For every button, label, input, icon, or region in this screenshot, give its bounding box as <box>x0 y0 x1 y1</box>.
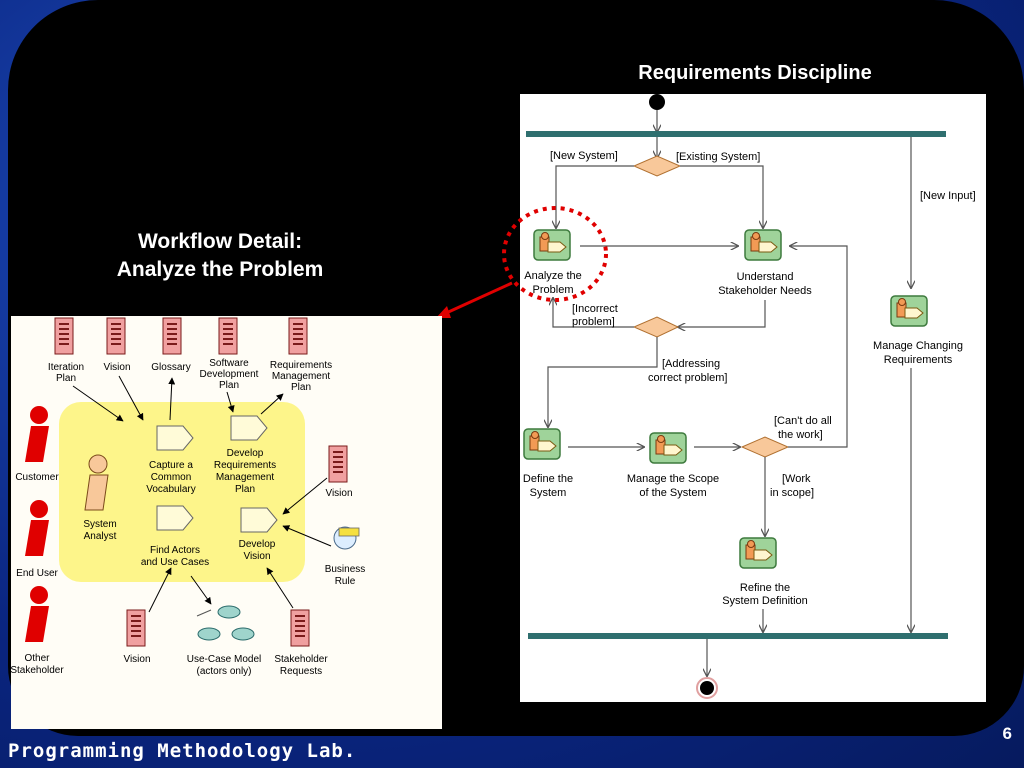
highlight-circle <box>502 206 608 302</box>
rmp-line2: Management <box>272 371 331 382</box>
workflow-region <box>59 402 305 582</box>
join-bar <box>528 633 948 639</box>
rmp-line1: Requirements <box>270 360 332 371</box>
stakeholder-requests-line1: Stakeholder <box>274 654 328 665</box>
guard-cant-do-2: the work] <box>778 429 823 441</box>
activity-manage-scope-line2: of the System <box>639 487 706 499</box>
system-analyst-line1: System <box>83 519 116 530</box>
activity-manage-scope-line1: Manage the Scope <box>627 473 719 485</box>
business-rule-tag-icon <box>338 527 360 537</box>
find-actors-line2: and Use Cases <box>141 557 209 568</box>
end-node <box>700 681 714 695</box>
sdp-line3: Plan <box>219 380 239 391</box>
develop-rmp-line4: Plan <box>235 484 255 495</box>
footer-lab-name: Programming Methodology Lab. <box>8 740 357 762</box>
sdp-line1: Software <box>209 358 249 369</box>
develop-vision-line2: Vision <box>243 551 270 562</box>
guard-incorrect-1: [Incorrect <box>572 303 618 315</box>
vision-bottom-doc-icon <box>126 609 146 647</box>
iteration-plan-line1: Iteration <box>48 362 84 373</box>
system-analyst-line2: Analyst <box>84 531 117 542</box>
fork-bar <box>526 131 946 137</box>
glossary-doc-icon <box>162 317 182 355</box>
stakeholder-requests-doc-icon <box>290 609 310 647</box>
develop-rmp-line3: Management <box>216 472 275 483</box>
activity-analyze-line1: Analyze the <box>524 270 581 282</box>
sdp-line2: Development <box>200 369 259 380</box>
develop-rmp-line1: Develop <box>227 448 264 459</box>
workflow-title: Workflow Detail: Analyze the Problem <box>60 228 380 284</box>
workflow-detail-diagram: Iteration Plan Vision Glossary Software … <box>10 317 366 677</box>
workflow-title-line1: Workflow Detail: <box>137 230 303 253</box>
system-analyst-head-icon <box>88 454 108 474</box>
guard-addressing-1: [Addressing <box>662 358 720 370</box>
activity-refine-line1: Refine the <box>740 582 790 594</box>
workflow-detail-panel: Iteration Plan Vision Glossary Software … <box>10 316 442 729</box>
requirements-title: Requirements Discipline <box>638 62 872 84</box>
guard-new-system: [New System] <box>550 150 618 162</box>
activity-refine-line2: System Definition <box>722 595 808 607</box>
customer-label: Customer <box>15 472 59 483</box>
business-rule-line1: Business <box>325 564 366 575</box>
guard-work-2: in scope] <box>770 487 814 499</box>
vision-right-doc-icon <box>328 445 348 483</box>
develop-rmp-line2: Requirements <box>214 460 276 471</box>
decision-problem-correct <box>632 316 680 338</box>
vision-bottom-label: Vision <box>123 654 150 665</box>
page-number: 6 <box>1002 724 1012 743</box>
vision-top-label: Vision <box>103 362 130 373</box>
activity-analyze-line2: Problem <box>533 284 574 296</box>
guard-existing-system: [Existing System] <box>676 151 760 163</box>
activity-manage-changing-line1: Manage Changing <box>873 340 963 352</box>
vision-doc-icon <box>106 317 126 355</box>
other-stakeholder-actor-icon <box>25 586 49 642</box>
rmp-doc-icon <box>288 317 308 355</box>
sdp-doc-icon <box>218 317 238 355</box>
highlight-arrowhead <box>436 306 451 318</box>
use-case-model-icon <box>196 605 255 641</box>
activity-diagram: [New System] [Existing System] [New Inpu… <box>523 94 976 699</box>
iteration-plan-line2: Plan <box>56 373 76 384</box>
other-stakeholder-line1: Other <box>24 653 50 664</box>
guard-new-input: [New Input] <box>920 190 976 202</box>
use-case-line1: Use-Case Model <box>187 654 261 665</box>
capture-line1: Capture a <box>149 460 193 471</box>
customer-actor-icon <box>25 406 49 462</box>
end-user-actor-icon <box>25 500 49 556</box>
use-case-line2: (actors only) <box>196 666 251 677</box>
stakeholder-requests-line2: Requests <box>280 666 322 677</box>
activity-define-line2: System <box>530 487 567 499</box>
activity-manage-changing-line2: Requirements <box>884 354 953 366</box>
find-actors-line1: Find Actors <box>150 545 200 556</box>
end-user-label: End User <box>16 568 58 579</box>
system-analyst-body-icon <box>84 474 109 511</box>
start-node <box>649 94 665 110</box>
highlight-connector <box>443 281 513 316</box>
rmp-line3: Plan <box>291 382 311 393</box>
business-rule-line2: Rule <box>335 576 356 587</box>
capture-line3: Vocabulary <box>146 484 195 495</box>
capture-line2: Common <box>151 472 192 483</box>
activity-diagram-panel: [New System] [Existing System] [New Inpu… <box>520 94 986 702</box>
iteration-plan-doc-icon <box>54 317 74 355</box>
activity-understand-line2: Stakeholder Needs <box>718 285 812 297</box>
workflow-title-line2: Analyze the Problem <box>116 258 324 281</box>
other-stakeholder-line2: Stakeholder <box>11 665 64 676</box>
activity-define-line1: Define the <box>523 473 573 485</box>
guard-incorrect-2: problem] <box>572 316 615 328</box>
develop-vision-line1: Develop <box>239 539 276 550</box>
vision-right-label: Vision <box>325 488 352 499</box>
guard-work-1: [Work <box>782 473 811 485</box>
activity-understand-line1: Understand <box>737 271 794 283</box>
guard-cant-do-1: [Can't do all <box>774 415 832 427</box>
guard-addressing-2: correct problem] <box>648 372 727 384</box>
glossary-label: Glossary <box>151 362 190 373</box>
